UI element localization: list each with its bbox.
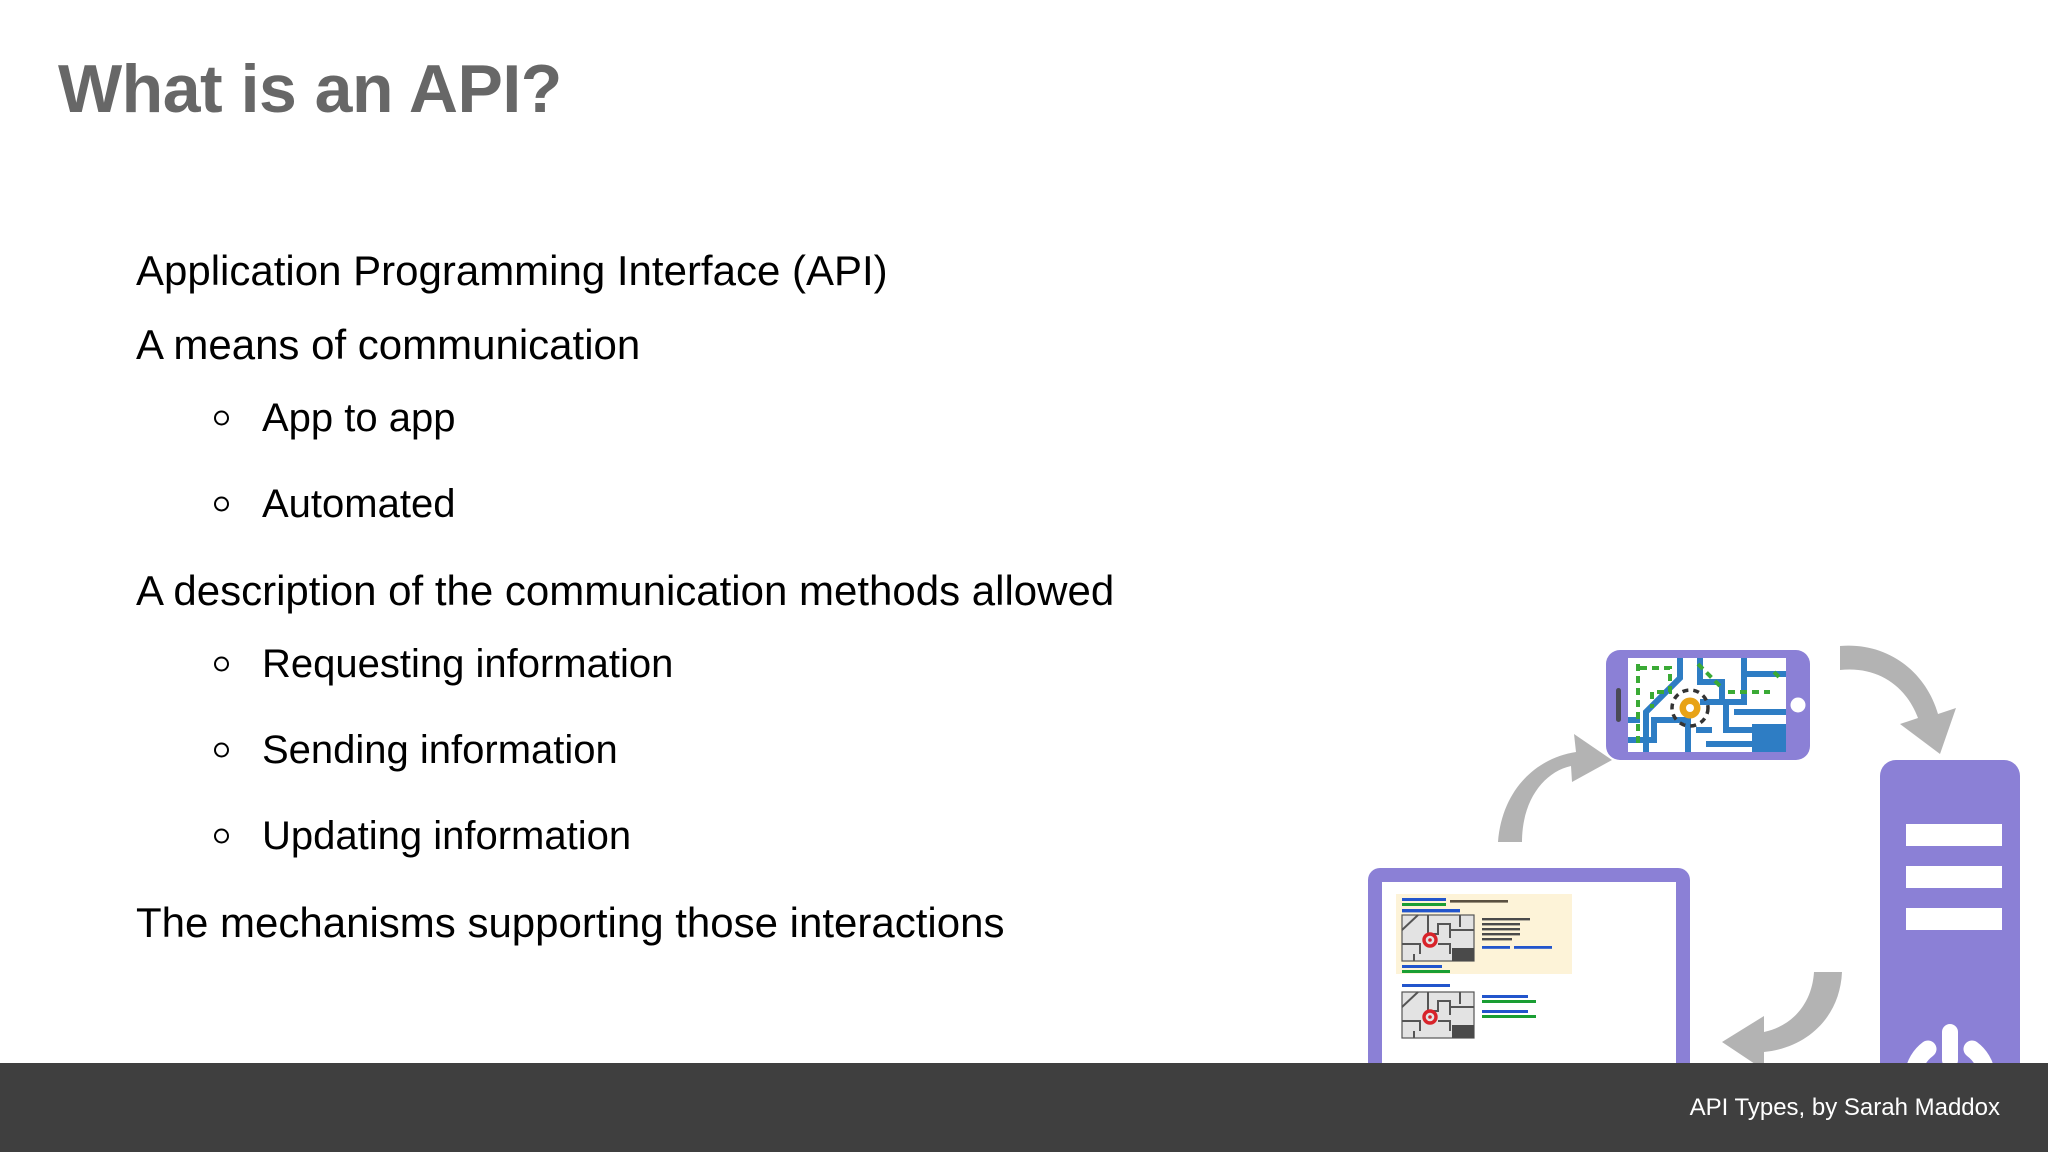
list-item-label: A means of communication <box>136 321 641 368</box>
body-bullet-list: Application Programming Interface (API) … <box>136 250 1316 976</box>
list-item: The mechanisms supporting those interact… <box>136 902 1316 944</box>
circle-bullet-icon <box>214 828 229 844</box>
list-item-label: Automated <box>262 482 456 526</box>
circle-bullet-icon <box>214 410 229 426</box>
list-item: App to app <box>208 398 1316 438</box>
arrow-monitor-to-phone-icon <box>1498 734 1612 842</box>
list-item-label: Application Programming Interface (API) <box>136 247 888 294</box>
search-results-mock <box>1396 894 1572 1039</box>
api-cycle-illustration <box>1340 612 2048 1152</box>
arrow-server-to-monitor-icon <box>1722 972 1842 1070</box>
list-item: A description of the communication metho… <box>136 570 1316 612</box>
footer-attribution: API Types, by Sarah Maddox <box>1689 1093 2000 1121</box>
circle-bullet-icon <box>214 656 229 672</box>
list-item: A means of communication <box>136 324 1316 366</box>
list-item-label: A description of the communication metho… <box>136 567 1115 614</box>
list-item: Requesting information <box>208 644 1316 684</box>
smartphone-icon <box>1606 650 1810 760</box>
footer-bar: API Types, by Sarah Maddox <box>0 1063 2048 1152</box>
desktop-monitor-icon <box>1368 868 1690 1152</box>
map-thumbnail <box>1401 991 1475 1039</box>
list-item: Application Programming Interface (API) <box>136 250 1316 292</box>
circle-bullet-icon <box>214 496 229 512</box>
map-thumbnail <box>1401 914 1475 962</box>
list-item-label: App to app <box>262 396 456 440</box>
list-item-label: The mechanisms supporting those interact… <box>136 899 1005 946</box>
list-item-label: Requesting information <box>262 642 674 686</box>
list-item-label: Sending information <box>262 728 618 772</box>
page-title: What is an API? <box>58 51 562 127</box>
arrow-phone-to-server-icon <box>1840 645 1956 754</box>
list-item: Sending information <box>208 730 1316 770</box>
list-item: Automated <box>208 484 1316 524</box>
list-item-label: Updating information <box>262 814 632 858</box>
server-tower-icon <box>1880 760 2020 1152</box>
list-item: Updating information <box>208 816 1316 856</box>
circle-bullet-icon <box>214 742 229 758</box>
